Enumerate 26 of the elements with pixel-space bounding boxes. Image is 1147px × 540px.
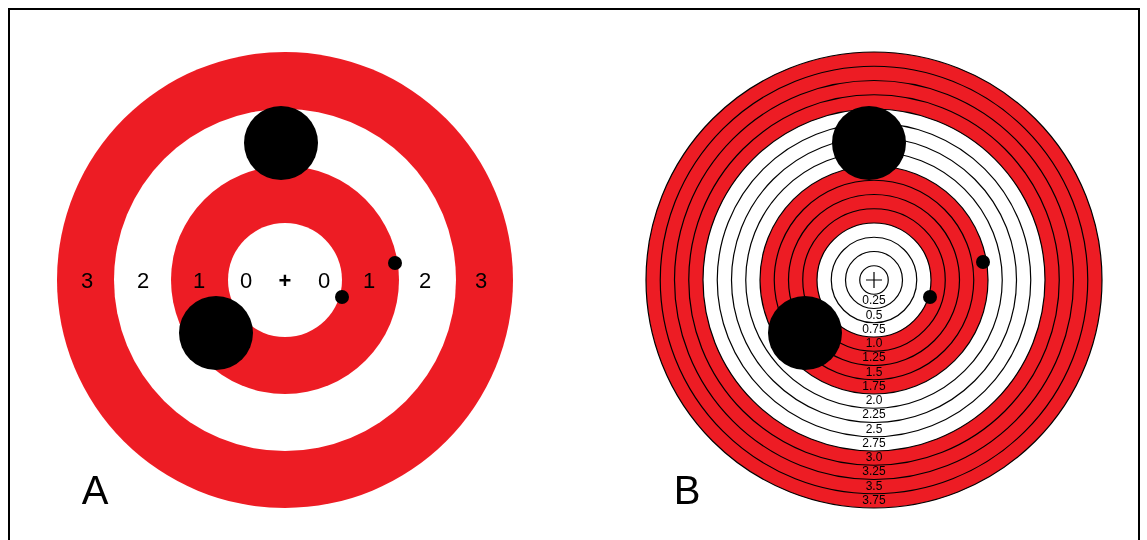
ring-value: 1.25 (862, 350, 886, 365)
ring-value: 0.75 (862, 321, 886, 336)
panel-letter: B (673, 468, 701, 512)
ring-value: 2.75 (862, 435, 886, 450)
ring-value: 3.5 (865, 478, 883, 493)
ring-value: 3.0 (865, 450, 883, 465)
ring-number: 2 (136, 267, 150, 293)
panel-letter: A (81, 468, 109, 512)
ring-number: 3 (80, 267, 94, 293)
center-mark: + (278, 267, 292, 293)
ring-value: 1.5 (865, 364, 883, 379)
ring-value: 2.25 (862, 407, 886, 422)
ring-number: 3 (474, 267, 488, 293)
ring-number: 1 (362, 267, 376, 293)
ring-value: 0.25 (862, 293, 886, 308)
ring-value: 1.75 (862, 378, 886, 393)
ring-value: 2.0 (865, 393, 883, 408)
ring-number: 0 (239, 267, 253, 293)
ring-number: 2 (418, 267, 432, 293)
ring-number: 0 (317, 267, 331, 293)
ring-value: 0.5 (865, 307, 883, 322)
ring-value: 3.25 (862, 464, 886, 479)
ring-number: 1 (192, 267, 206, 293)
ring-value: 3.75 (862, 492, 886, 507)
ring-value: 2.5 (865, 421, 883, 436)
ring-value: 1.0 (865, 336, 883, 351)
